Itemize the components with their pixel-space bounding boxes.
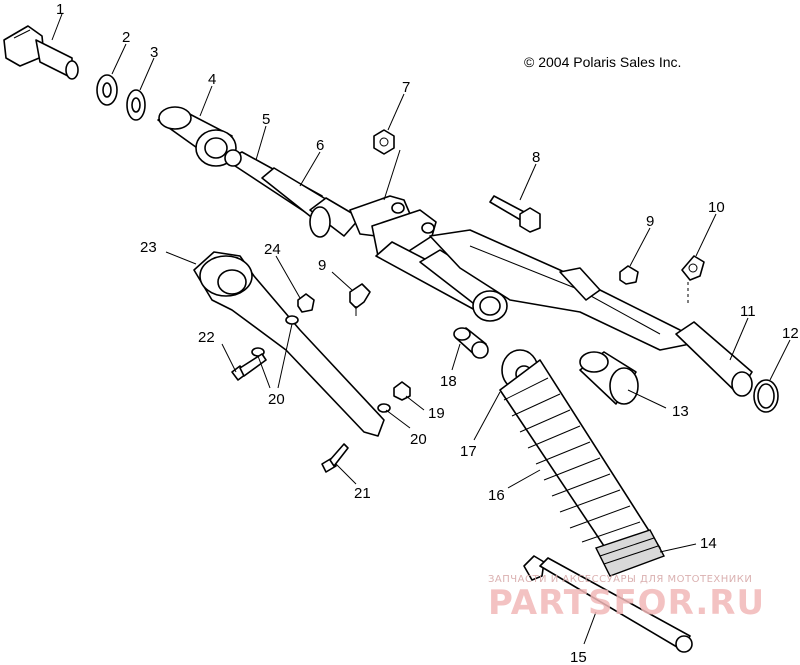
callout-17: 17: [460, 443, 477, 460]
part-9-grease-fitting-lower: [349, 283, 371, 316]
part-15-long-bolt: [523, 555, 693, 653]
leader-lines: [51, 13, 791, 645]
callout-20-right: 20: [410, 431, 427, 448]
callout-23: 23: [140, 239, 157, 256]
callout-4: 4: [208, 71, 216, 88]
callout-2: 2: [122, 29, 130, 46]
copyright-text: © 2004 Polaris Sales Inc.: [524, 54, 681, 70]
callout-8: 8: [532, 149, 540, 166]
watermark-tagline: ЗАПЧАСТИ И АКСЕССУАРЫ ДЛЯ МОТОТЕХНИКИ: [488, 574, 752, 585]
part-24-insert: [297, 293, 315, 313]
callout-11: 11: [740, 303, 756, 320]
part-23-rocker-arm: [193, 251, 385, 437]
callout-12: 12: [782, 325, 799, 342]
callout-19: 19: [428, 405, 445, 422]
part-7-nut: [373, 129, 395, 155]
callout-24: 24: [264, 241, 281, 258]
watermark-site: PARTSFOR.RU: [488, 583, 765, 623]
part-22-bolt: [231, 353, 267, 381]
part-5-6-pivot-shaft: [224, 149, 361, 238]
part-10-clip: [681, 255, 705, 304]
callout-13: 13: [672, 403, 689, 420]
callout-labels: 1 2 3 4 5 6 7 8 9 10 11 12 13 14 15 16 1…: [56, 1, 799, 665]
callout-15: 15: [570, 649, 587, 665]
part-1-bolt: [3, 25, 79, 80]
callout-14: 14: [700, 535, 717, 552]
part-2-washer: [96, 74, 118, 106]
callout-22: 22: [198, 329, 215, 346]
callout-3: 3: [150, 44, 158, 61]
callout-9-lower: 9: [318, 257, 326, 274]
part-21-bolt: [321, 443, 349, 473]
callout-20-left: 20: [268, 391, 285, 408]
part-8-bolt: [489, 195, 541, 233]
callout-1: 1: [56, 1, 64, 18]
callout-16: 16: [488, 487, 505, 504]
part-16-shock-absorber: [499, 349, 665, 577]
callout-6: 6: [316, 137, 324, 154]
callout-9-upper: 9: [646, 213, 654, 230]
part-13-bushing: [579, 351, 639, 405]
swing-arm: [349, 195, 753, 397]
callout-7: 7: [402, 79, 410, 96]
callout-21: 21: [354, 485, 371, 502]
part-3-washer: [126, 89, 146, 121]
callout-5: 5: [262, 111, 270, 128]
callout-18: 18: [440, 373, 457, 390]
part-12-ring: [753, 379, 779, 413]
watermark: ЗАПЧАСТИ И АКСЕССУАРЫ ДЛЯ МОТОТЕХНИКИ PA…: [488, 574, 765, 623]
part-18-spacer: [453, 327, 489, 359]
part-19-nut: [393, 381, 411, 401]
part-9-grease-fitting-upper: [619, 265, 639, 285]
callout-10: 10: [708, 199, 725, 216]
